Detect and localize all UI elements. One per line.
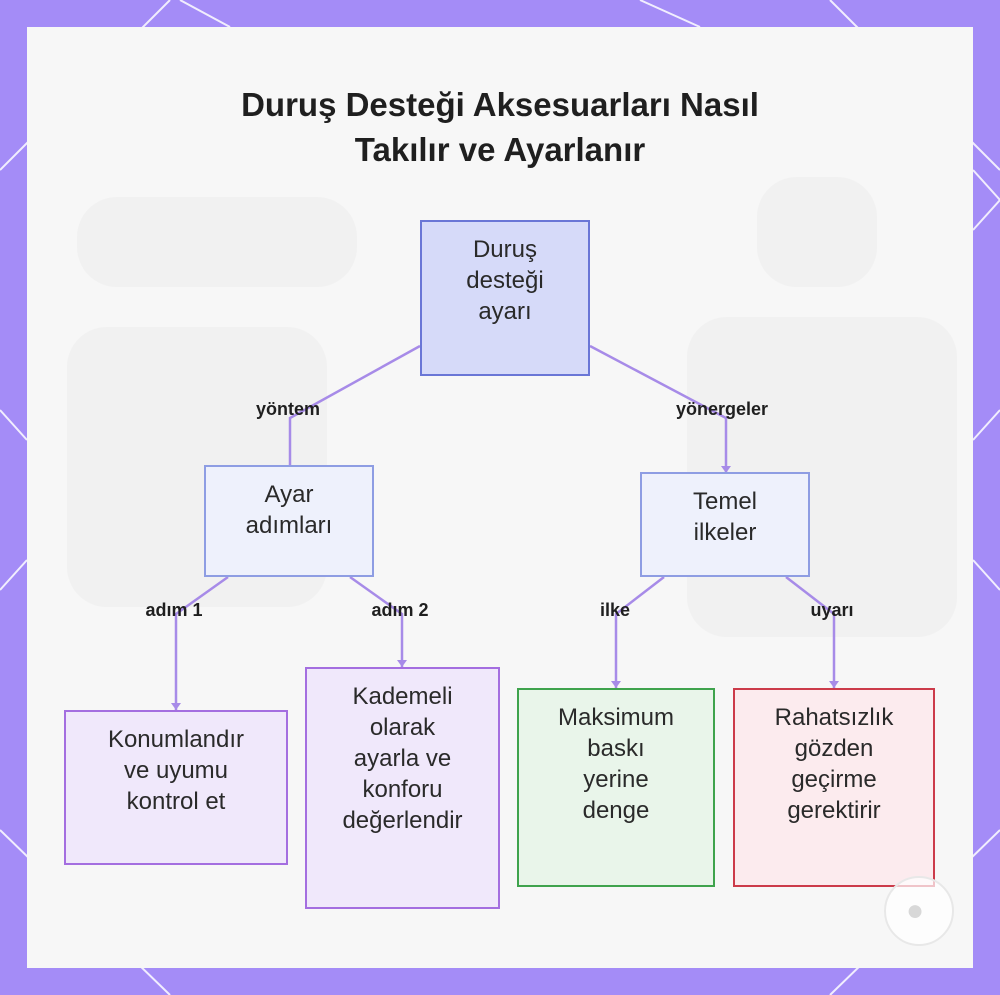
background-blob <box>757 177 877 287</box>
arrowhead-warning <box>829 681 839 688</box>
edge-label-warning: uyarı <box>810 600 854 620</box>
edge-label-step-2: adım 2 <box>371 600 429 620</box>
edge-steps-step2 <box>349 575 404 667</box>
node-core-principles: Temel ilkeler <box>640 472 810 577</box>
edge-principles-warning <box>785 576 836 688</box>
edge-principles-principle1 <box>614 576 665 688</box>
node-step-1-label: Konumlandır ve uyumu kontrol et <box>107 726 245 815</box>
edge-label-principle: ilke <box>599 600 631 620</box>
node-root-label: Duruş desteği ayarı <box>466 236 544 325</box>
arrowhead-principle1 <box>611 681 621 688</box>
edge-root-principles <box>589 344 728 472</box>
node-adjustment-steps: Ayar adımları <box>204 465 374 577</box>
edge-label-method: yöntem <box>255 399 321 419</box>
node-root: Duruş desteği ayarı <box>420 220 590 376</box>
edge-root-steps <box>288 344 421 465</box>
node-warning: Rahatsızlık gözden geçirme gerektirir <box>733 688 935 887</box>
node-step-2: Kademeli olarak ayarla ve konforu değerl… <box>305 667 500 909</box>
arrowhead-step2 <box>397 660 407 667</box>
title-line-2: Takılır ve Ayarlanır <box>354 131 646 168</box>
edge-label-guidelines: yönergeler <box>675 399 769 419</box>
diagram-title: Duruş Desteği Aksesuarları Nasıl Takılır… <box>150 82 850 172</box>
node-step-2-label: Kademeli olarak ayarla ve konforu değerl… <box>342 683 463 834</box>
edge-steps-step1 <box>174 575 229 710</box>
watermark-badge: ● <box>884 876 954 946</box>
edge-label-step-1: adım 1 <box>145 600 203 620</box>
node-step-1: Konumlandır ve uyumu kontrol et <box>64 710 288 865</box>
background-blob <box>77 197 357 287</box>
node-principle: Maksimum baskı yerine denge <box>517 688 715 887</box>
node-warning-label: Rahatsızlık gözden geçirme gerektirir <box>774 704 894 824</box>
node-core-principles-label: Temel ilkeler <box>692 488 758 546</box>
title-line-1: Duruş Desteği Aksesuarları Nasıl <box>241 86 759 123</box>
arrowhead-principles <box>721 466 731 473</box>
logo-icon: ● <box>906 894 925 927</box>
node-adjustment-steps-label: Ayar adımları <box>245 481 333 539</box>
arrowhead-step1 <box>171 703 181 710</box>
node-principle-label: Maksimum baskı yerine denge <box>557 704 674 824</box>
